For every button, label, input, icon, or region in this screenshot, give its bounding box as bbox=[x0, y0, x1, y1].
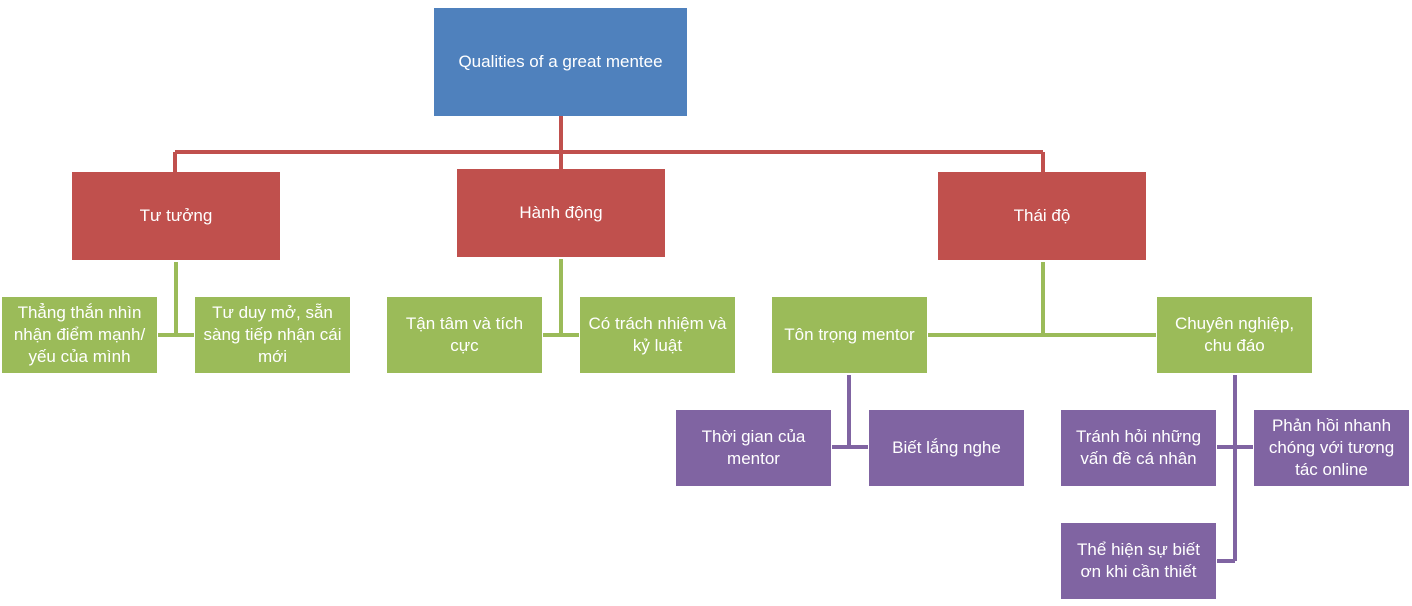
category-tu-tuong: Tư tưởng bbox=[72, 172, 280, 260]
node-tranh-hoi: Tránh hỏi những vấn đề cá nhân bbox=[1061, 410, 1216, 486]
category-thai-do: Thái độ bbox=[938, 172, 1146, 260]
node-phan-hoi: Phản hồi nhanh chóng với tương tác onlin… bbox=[1254, 410, 1409, 486]
category-hanh-dong: Hành động bbox=[457, 169, 665, 257]
node-lang-nghe: Biết lắng nghe bbox=[869, 410, 1024, 486]
root-node: Qualities of a great mentee bbox=[434, 8, 687, 116]
node-thang-than: Thẳng thắn nhìn nhận điểm mạnh/ yếu của … bbox=[2, 297, 157, 373]
node-tu-duy-mo: Tư duy mở, sẵn sàng tiếp nhận cái mới bbox=[195, 297, 350, 373]
node-ton-trong: Tôn trọng mentor bbox=[772, 297, 927, 373]
node-trach-nhiem: Có trách nhiệm và kỷ luật bbox=[580, 297, 735, 373]
node-chuyen-nghiep: Chuyên nghiệp, chu đáo bbox=[1157, 297, 1312, 373]
node-biet-on: Thể hiện sự biết ơn khi cần thiết bbox=[1061, 523, 1216, 599]
node-tan-tam: Tận tâm và tích cực bbox=[387, 297, 542, 373]
node-thoi-gian: Thời gian của mentor bbox=[676, 410, 831, 486]
